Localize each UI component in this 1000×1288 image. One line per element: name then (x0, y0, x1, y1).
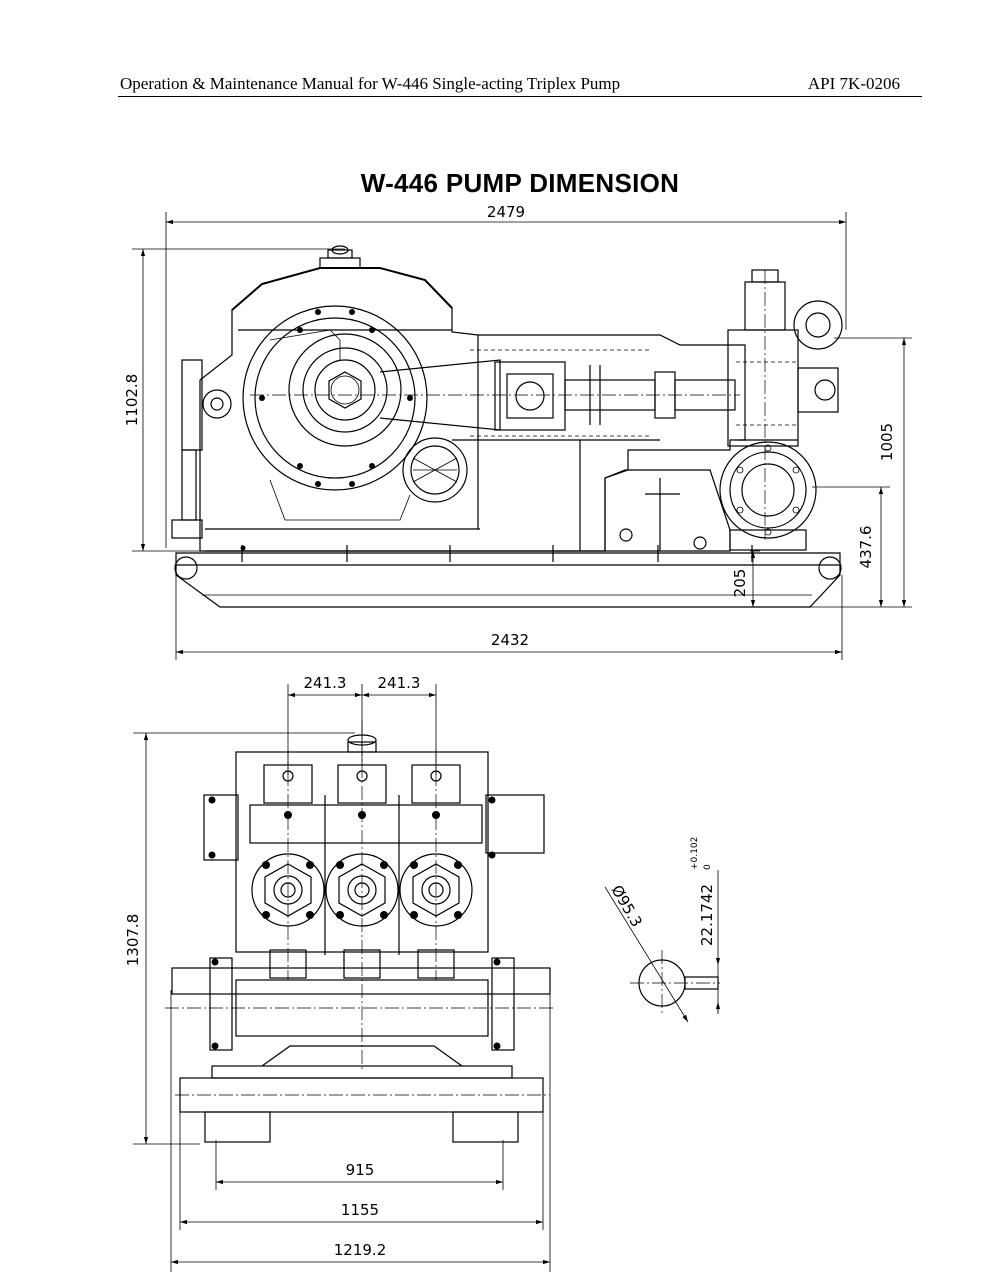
page-title: W-446 PUMP DIMENSION (360, 168, 680, 198)
front-fluid-end (203, 720, 545, 1070)
cover-bolts (208, 796, 501, 1050)
dim-1219-label: 1219.2 (334, 1241, 387, 1259)
dim-right-heights: 1005 437.6 205 (731, 337, 912, 608)
dim-1307-label: 1307.8 (124, 914, 142, 967)
plunger-rod (564, 365, 736, 425)
pinion-housing (402, 437, 468, 503)
shaft-tolerance-upper: +0.102 (690, 837, 700, 870)
suction-flange (719, 439, 817, 551)
side-view: 2479 2432 1102.8 1005 437.6 205 (123, 203, 912, 660)
dim-915-label: 915 (346, 1161, 375, 1179)
dim-1102-label: 1102.8 (123, 374, 141, 427)
power-end-frame (199, 245, 746, 552)
shaft-detail: Ø95.3 22.1742 +0.102 0 (604, 837, 721, 1023)
dim-1005-label: 1005 (878, 423, 896, 461)
dim-skid-length: 2432 (175, 575, 843, 660)
crosshead (470, 349, 650, 437)
shaft-diameter-label: Ø95.3 (608, 882, 646, 930)
gear-bolts (259, 309, 413, 487)
lube-system (171, 329, 411, 551)
support-bracket (604, 469, 731, 552)
front-skid (175, 1065, 550, 1143)
shaft-tolerance-lower: 0 (703, 864, 713, 870)
dim-437-label: 437.6 (857, 526, 875, 569)
suction-manifold (165, 957, 555, 1067)
dim-241-right-label: 241.3 (378, 674, 421, 692)
dim-overall-length: 2479 (165, 203, 847, 548)
dim-2479-label: 2479 (487, 203, 525, 221)
fluid-end (727, 269, 843, 540)
header-manual-title: Operation & Maintenance Manual for W-446… (120, 74, 621, 93)
shaft-keyway-label: 22.1742 (698, 884, 716, 946)
header-api-code: API 7K-0206 (807, 74, 900, 93)
dim-2432-label: 2432 (491, 631, 529, 649)
dim-1155-label: 1155 (341, 1201, 379, 1219)
front-view: 241.3 241.3 1307.8 915 1155 1219.2 (124, 674, 721, 1272)
crank-gear (242, 305, 428, 491)
valve-covers (251, 853, 473, 979)
skid-base (174, 552, 842, 608)
dim-front-height: 1307.8 (124, 732, 355, 1145)
dim-overall-height: 1102.8 (123, 248, 345, 552)
dim-205-label: 205 (731, 569, 749, 598)
header-rule (118, 96, 922, 97)
dim-front-widths: 915 1155 1219.2 (170, 990, 551, 1272)
dim-241-left-label: 241.3 (304, 674, 347, 692)
